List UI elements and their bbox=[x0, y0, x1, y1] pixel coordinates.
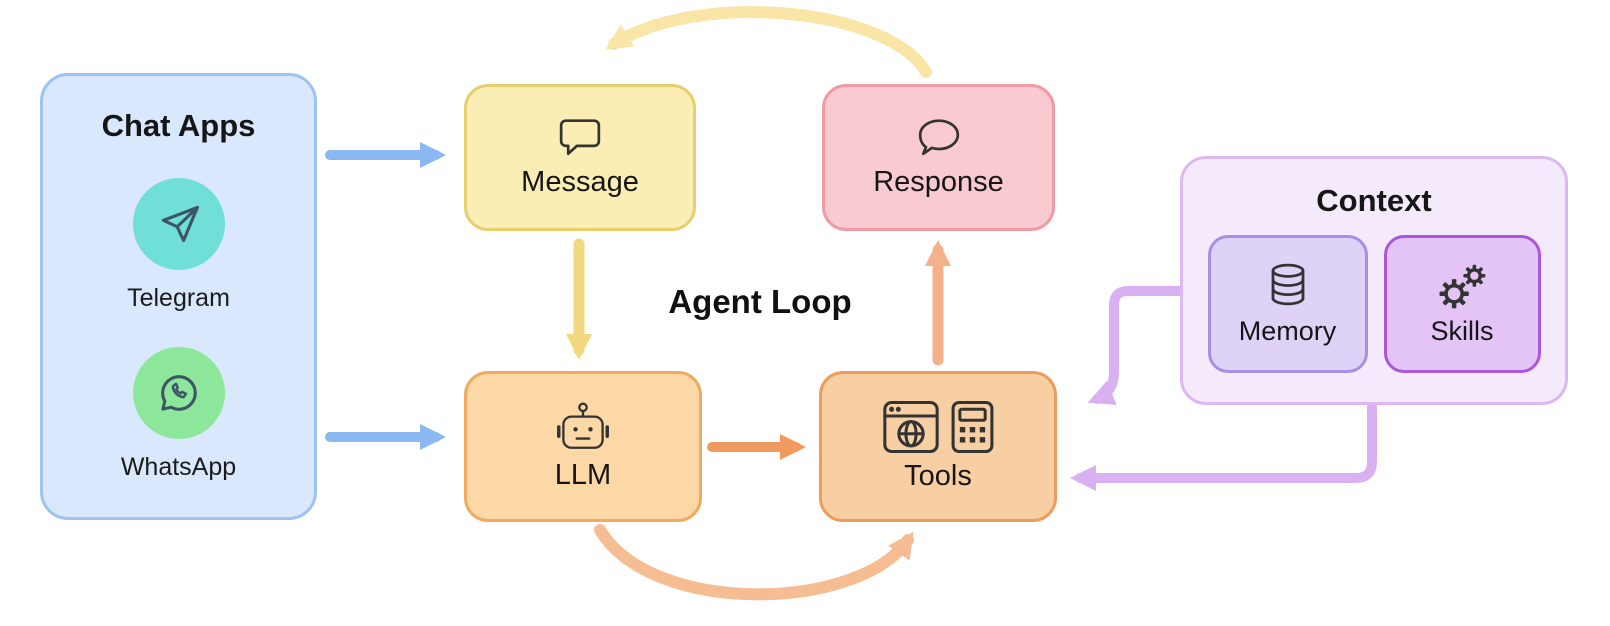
calculator-icon bbox=[951, 401, 993, 453]
llm-label: LLM bbox=[554, 459, 612, 491]
response-node: Response bbox=[822, 84, 1055, 231]
arrow-response-to-message-curve bbox=[605, 6, 932, 78]
context-panel: Context Memory bbox=[1180, 156, 1568, 405]
agent-loop-title: Agent Loop bbox=[668, 283, 852, 320]
tools-icons bbox=[882, 400, 995, 454]
message-label: Message bbox=[521, 166, 639, 198]
memory-node: Memory bbox=[1207, 235, 1368, 373]
whatsapp-icon bbox=[160, 375, 197, 411]
arrow-context-to-tools-side bbox=[1070, 402, 1377, 491]
context-title: Context bbox=[1316, 183, 1432, 218]
message-bubble-icon bbox=[559, 119, 601, 156]
memory-label: Memory bbox=[1238, 315, 1337, 346]
skills-node: Skills bbox=[1383, 235, 1541, 373]
skills-label: Skills bbox=[1430, 315, 1494, 346]
chat-apps-panel: Chat Apps Telegram WhatsApp bbox=[40, 73, 317, 520]
response-bubble-icon bbox=[918, 119, 959, 156]
whatsapp-label: WhatsApp bbox=[120, 453, 237, 481]
robot-icon bbox=[557, 402, 609, 449]
telegram-label: Telegram bbox=[127, 284, 230, 312]
message-node: Message bbox=[464, 84, 696, 231]
tools-label: Tools bbox=[904, 460, 972, 492]
telegram-icon bbox=[161, 205, 199, 243]
telegram-badge bbox=[132, 178, 225, 270]
arrow-context-to-tools-top bbox=[1087, 286, 1185, 405]
response-label: Response bbox=[873, 166, 1004, 198]
arrow-llm-to-tools-curve bbox=[594, 524, 914, 601]
browser-globe-icon bbox=[882, 401, 939, 453]
chat-apps-title: Chat Apps bbox=[101, 108, 256, 143]
context-row: Memory bbox=[1207, 235, 1541, 373]
whatsapp-badge bbox=[132, 347, 225, 439]
database-icon bbox=[1271, 263, 1304, 305]
tools-node: Tools bbox=[819, 371, 1057, 522]
gears-icon bbox=[1439, 264, 1486, 308]
llm-node: LLM bbox=[464, 371, 702, 522]
